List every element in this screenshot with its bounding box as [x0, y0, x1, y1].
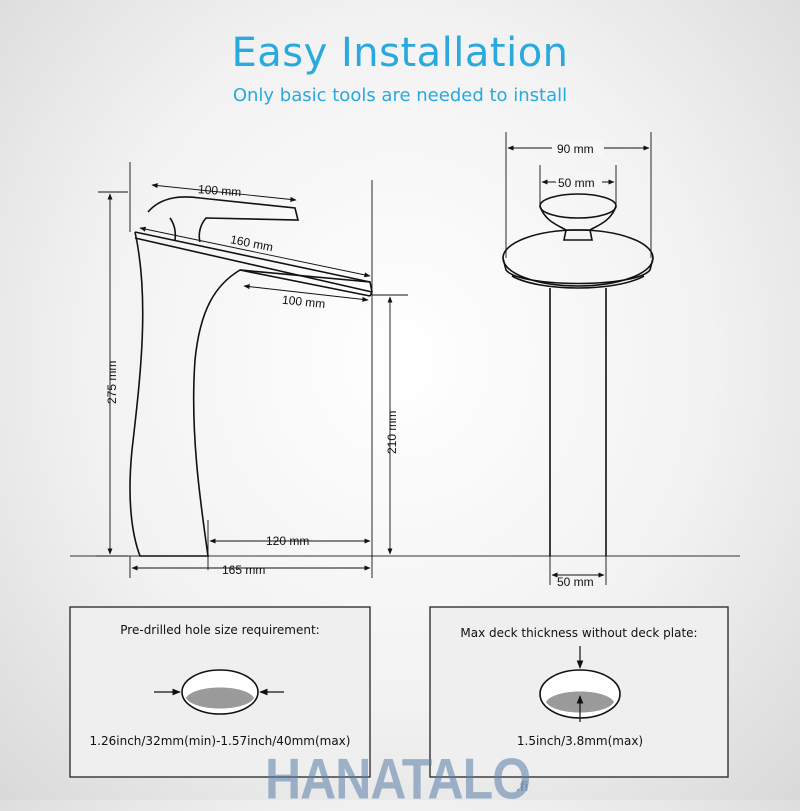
front-dimension-lines [505, 132, 652, 585]
outlet-width-label: 100 mm [281, 293, 326, 311]
brand-logo: HANATALO [265, 746, 531, 811]
page-subtitle: Only basic tools are needed to install [232, 85, 568, 106]
handle-width-label: 50 mm [558, 176, 595, 190]
page-title: Easy Installation [231, 30, 569, 76]
plate-width-label: 90 mm [557, 142, 594, 156]
spout-height-label: 210 mm [385, 411, 399, 454]
hole-size-heading: Pre-drilled hole size requirement: [120, 623, 319, 637]
deck-thickness-heading: Max deck thickness without deck plate: [460, 626, 697, 640]
deck-thickness-spec: 1.5inch/3.8mm(max) [517, 734, 643, 748]
hole-size-spec: 1.26inch/32mm(min)-1.57inch/40mm(max) [90, 734, 351, 748]
handle-length-label: 100 mm [198, 182, 242, 199]
pipe-width-label: 50 mm [557, 575, 594, 589]
deck-illustration [539, 646, 621, 722]
base-width-label: 165 mm [222, 563, 265, 577]
brand-logo-suffix: .fi [516, 778, 529, 794]
hole-illustration [154, 669, 284, 715]
side-dimension-lines [96, 162, 408, 578]
total-height-label: 275 mm [105, 361, 119, 404]
faucet-front-view [502, 193, 654, 556]
reach-label: 120 mm [266, 534, 309, 548]
